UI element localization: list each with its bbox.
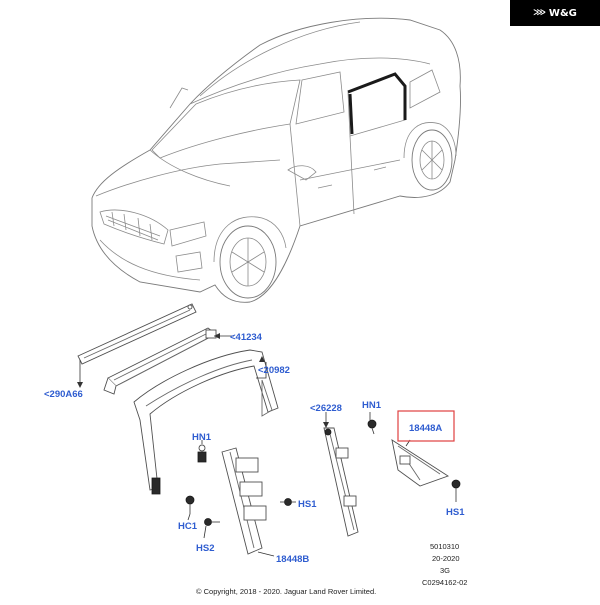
brand-text: W&G	[548, 7, 577, 19]
rear-quarter-window	[409, 69, 441, 109]
rear-window-seal	[347, 72, 407, 135]
part-41234-trim	[103, 327, 217, 395]
meta-line-1: 5010310	[430, 542, 459, 551]
callout-26228[interactable]: <26228	[310, 403, 342, 414]
leader-lines	[77, 333, 457, 557]
wings-logo-icon: ⋙	[533, 8, 546, 18]
part-18448B-pillar-trim	[221, 447, 267, 555]
callout-hn1-right[interactable]: HN1	[362, 400, 382, 411]
callout-hn1-left[interactable]: HN1	[192, 432, 212, 443]
front-wheel	[219, 225, 277, 299]
brand-badge: ⋙ W&G	[510, 0, 600, 26]
hood	[95, 149, 281, 197]
rear-wheel	[411, 129, 453, 191]
callout-41234[interactable]: <41234	[230, 332, 263, 343]
meta-line-3: 3G	[440, 566, 450, 575]
copyright-text: © Copyright, 2018 - 2020. Jaguar Land Ro…	[196, 587, 376, 596]
fastener-hc1	[185, 495, 195, 514]
door-line	[289, 123, 401, 227]
fastener-hs1-right	[451, 479, 461, 496]
mirror	[287, 165, 317, 181]
fastener-hs1-mid	[280, 498, 292, 506]
headlight	[169, 221, 207, 247]
fastener-hn1-right	[367, 419, 377, 435]
fastener-hn1-left	[197, 444, 207, 463]
part-290A66-strip	[77, 303, 197, 365]
front-door-window	[295, 71, 345, 125]
front-bumper	[99, 239, 203, 281]
callout-18448B[interactable]: 18448B	[276, 554, 309, 565]
roof-line	[189, 57, 431, 105]
door-handles	[317, 166, 387, 189]
wheel-arches	[213, 122, 457, 263]
highlight-box	[397, 410, 455, 442]
meta-line-4: C0294162-02	[422, 578, 467, 587]
diagram-metadata: 5010310 20-2020 3G C0294162-02	[422, 542, 467, 587]
callout-hs1-mid[interactable]: HS1	[298, 499, 317, 510]
roof-edge	[199, 21, 361, 97]
callout-20982[interactable]: <20982	[258, 365, 290, 376]
meta-line-2: 20-2020	[432, 554, 460, 563]
part-18448A-rear-trim	[391, 439, 450, 487]
callout-18448A[interactable]: 18448A	[409, 423, 442, 434]
callout-hs1-right[interactable]: HS1	[446, 507, 465, 518]
grille-mesh	[105, 211, 161, 241]
antenna	[169, 87, 189, 109]
fastener-hs2	[204, 518, 220, 526]
vehicle-illustration	[91, 17, 461, 303]
callout-hs2[interactable]: HS2	[196, 543, 214, 554]
callout-290A66[interactable]: <290A66	[44, 389, 83, 400]
grille	[99, 209, 169, 245]
part-20982-frame-seal	[133, 349, 279, 495]
callout-hc1[interactable]: HC1	[178, 521, 198, 532]
part-26228-pillar-seal	[323, 427, 359, 537]
